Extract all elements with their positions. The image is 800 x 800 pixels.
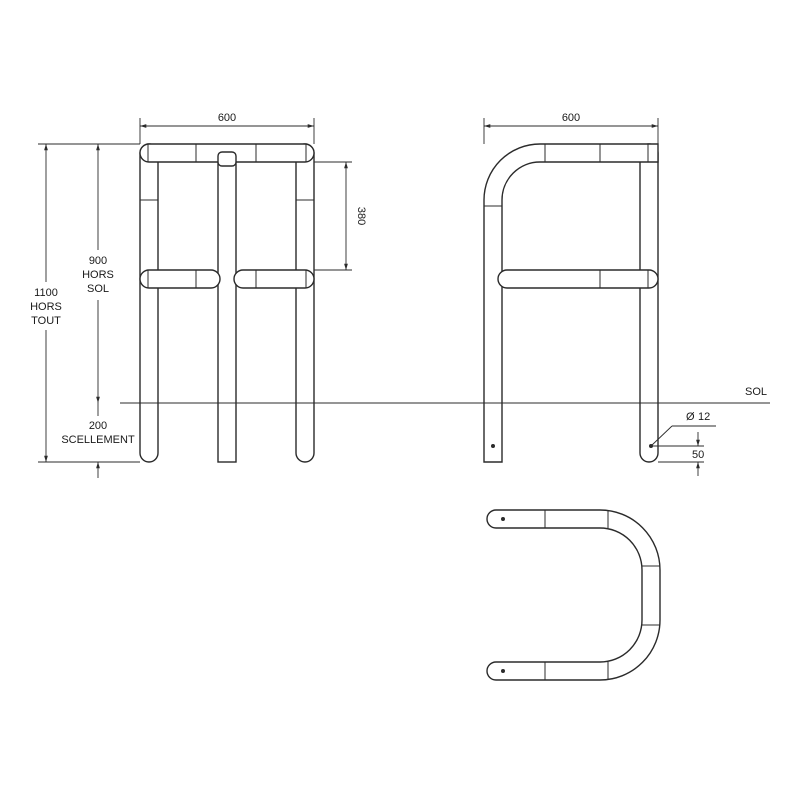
side-left-bolt-hole <box>491 444 495 448</box>
hole-offset-value: 50 <box>692 449 704 461</box>
height-above-ground-dimension: 900 HORS SOL <box>82 143 140 403</box>
front-left-post <box>139 143 159 463</box>
top-bolt-hole-upper <box>501 517 505 521</box>
total-height-line3: TOUT <box>31 315 61 327</box>
top-bolt-hole-lower <box>501 669 505 673</box>
top-u-tube <box>486 509 661 681</box>
side-bent-rail <box>483 143 659 463</box>
front-width-value: 600 <box>218 112 236 124</box>
embedment-dimension: 200 SCELLEMENT <box>61 403 135 478</box>
side-view <box>483 143 659 463</box>
front-mid-rail-right <box>233 269 315 289</box>
front-center-post <box>217 159 237 463</box>
ground-label: SOL <box>745 386 767 398</box>
height-above-ground-line2: HORS <box>82 269 114 281</box>
top-view <box>486 509 661 681</box>
front-center-tee <box>217 151 237 167</box>
hole-offset-dimension: 50 <box>651 432 704 476</box>
embedment-value: 200 <box>89 420 107 432</box>
front-view <box>139 143 315 463</box>
hole-diameter-value: 12 <box>698 411 710 423</box>
front-right-post <box>295 143 315 463</box>
side-width-value: 600 <box>562 112 580 124</box>
side-mid-rail <box>497 269 659 289</box>
height-above-ground-line1: 900 <box>89 255 107 267</box>
total-height-line2: HORS <box>30 301 62 313</box>
embedment-label: SCELLEMENT <box>61 434 135 446</box>
height-above-ground-line3: SOL <box>87 283 109 295</box>
side-right-post <box>639 143 659 463</box>
rail-spacing-value: 380 <box>355 207 367 225</box>
side-width-dimension: 600 <box>483 112 659 144</box>
diameter-symbol: Ø <box>686 411 695 423</box>
rail-spacing-dimension: 380 <box>314 161 367 271</box>
total-height-line1: 1100 <box>34 287 58 299</box>
total-height-dimension: 1100 HORS TOUT <box>30 143 140 463</box>
hole-diameter-dimension: Ø 12 <box>650 411 716 447</box>
front-width-dimension: 600 <box>139 112 315 144</box>
front-mid-rail-left <box>139 269 221 289</box>
